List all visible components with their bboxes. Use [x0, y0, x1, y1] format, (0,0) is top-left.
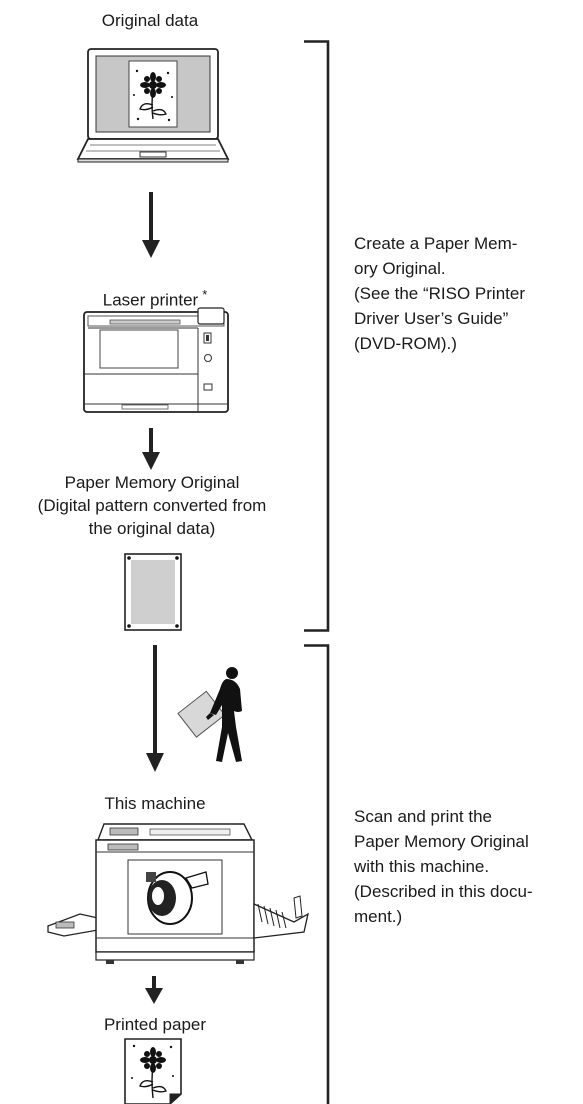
- create-note-line-2: ory Original.: [354, 259, 446, 278]
- right-bracket-icon: [302, 40, 332, 632]
- laser-printer-text: Laser printer: [102, 290, 199, 310]
- paper-memory-original-desc-1: (Digital pattern converted from: [37, 496, 267, 515]
- paper-memory-original-title: Paper Memory Original: [64, 473, 240, 492]
- footnote-mark: *: [202, 287, 208, 302]
- label-laser-printer: Laser printer*: [60, 283, 250, 312]
- arrow-down-icon: [142, 428, 160, 470]
- scan-note-line-5: ment.): [354, 907, 403, 926]
- label-printed-paper: Printed paper: [103, 1015, 207, 1034]
- label-paper-memory-original: Paper Memory Original (Digital pattern c…: [0, 471, 304, 540]
- person-carrying-paper-icon: [176, 665, 256, 765]
- scan-note-line-4: (Described in this docu-: [354, 882, 533, 901]
- arrow-down-icon: [145, 976, 163, 1004]
- scan-group-note: Scan and print the Paper Memory Original…: [354, 804, 582, 929]
- create-group-note: Create a Paper Mem- ory Original. (See t…: [354, 231, 582, 356]
- create-note-line-5: (DVD-ROM).): [354, 334, 457, 353]
- arrow-down-icon: [146, 645, 164, 772]
- create-note-line-3: (See the “RISO Printer: [354, 284, 526, 303]
- create-note-line-1: Create a Paper Mem-: [354, 234, 518, 253]
- scan-note-line-1: Scan and print the: [354, 807, 492, 826]
- laptop-icon: [76, 47, 230, 164]
- laser-printer-icon: [80, 306, 232, 416]
- paper-memory-original-icon: [124, 553, 184, 633]
- label-original-data: Original data: [101, 11, 199, 30]
- scan-note-line-3: with this machine.: [354, 857, 490, 876]
- create-note-line-4: Driver User’s Guide”: [354, 309, 509, 328]
- paper-memory-original-desc-2: the original data): [88, 519, 216, 538]
- scan-note-line-2: Paper Memory Original: [354, 832, 529, 851]
- printed-paper-icon: [124, 1038, 184, 1104]
- duplicator-machine-icon: [46, 818, 310, 966]
- label-this-machine: This machine: [104, 794, 206, 813]
- arrow-down-icon: [142, 192, 160, 258]
- right-bracket-icon: [302, 644, 332, 1104]
